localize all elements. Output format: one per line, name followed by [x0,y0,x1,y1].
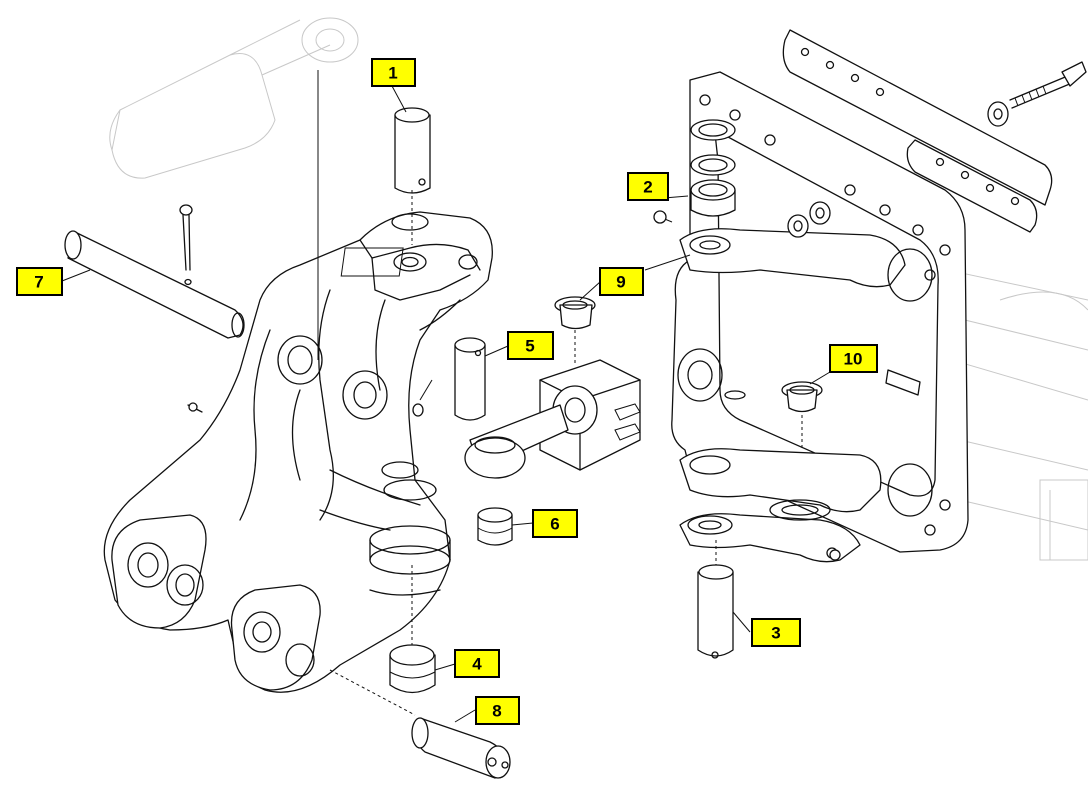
callout-1: 1 [371,58,416,87]
part-6-bushing [477,507,513,546]
callout-10: 10 [829,344,878,373]
callout-6: 6 [532,509,578,538]
callout-4: 4 [454,649,500,678]
callout-8-label: 8 [492,702,501,721]
center-pivot-block [412,359,641,479]
callout-2-label: 2 [643,178,652,197]
callout-6-label: 6 [550,515,559,534]
part-3-pin [697,540,734,659]
callout-2: 2 [627,172,669,201]
callout-3: 3 [751,618,801,647]
callout-1-label: 1 [388,64,397,83]
part-10-flanged-bushing [781,381,823,450]
callout-8: 8 [475,696,520,725]
grease-fittings [187,402,841,561]
callout-7: 7 [16,267,63,296]
callout-4-label: 4 [472,655,482,674]
callout-9: 9 [599,267,644,296]
part-7-long-pin [64,204,245,339]
callout-3-label: 3 [771,624,780,643]
left-swing-frame [103,211,493,693]
callout-9-label: 9 [616,273,625,292]
part-5-pin [454,337,486,421]
part-1-pin [394,107,431,245]
callout-7-label: 7 [34,273,43,292]
upper-flat-bars [782,29,1087,396]
part-4-bushing [389,565,436,694]
part-2-bushings [653,119,736,224]
part-8-spacer [329,669,511,779]
background-hydraulic-cylinder [109,17,359,179]
right-mounting-frame [671,71,969,563]
part-9-flanged-bushing [554,296,596,365]
callout-5-label: 5 [525,337,534,356]
callout-10-label: 10 [844,350,863,369]
callout-5: 5 [507,331,554,360]
